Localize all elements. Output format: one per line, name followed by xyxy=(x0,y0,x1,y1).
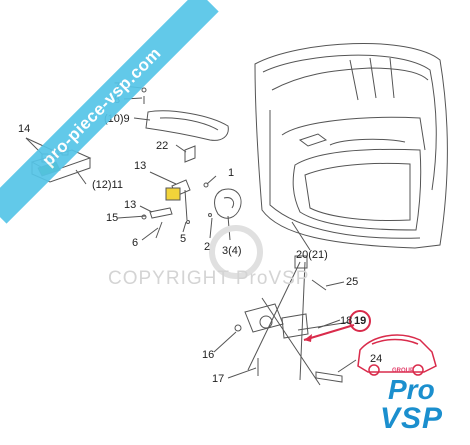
door-panel xyxy=(254,42,448,249)
part-24-bracket xyxy=(315,371,343,383)
callout-18: 18 xyxy=(340,315,353,327)
callout-5: 5 xyxy=(180,233,187,245)
watermark: COPYRIGHT ProVSP xyxy=(108,268,310,289)
callout-13b: 13 xyxy=(124,199,137,211)
lock-switch-highlight xyxy=(165,187,181,201)
callout-25: 25 xyxy=(346,276,359,288)
part-25-rod xyxy=(311,279,327,291)
callout-3: 3(4) xyxy=(222,245,242,257)
callout-24: 24 xyxy=(370,353,383,365)
watermark-ring xyxy=(209,225,263,279)
trim-clip xyxy=(184,145,196,163)
inner-grab-handle xyxy=(145,110,229,141)
callout-15: 15 xyxy=(106,212,119,224)
logo-group-text: GROUP xyxy=(392,368,415,374)
callout-19: 19 xyxy=(354,315,367,327)
callout-14: 14 xyxy=(18,123,31,135)
nut-16 xyxy=(234,324,242,332)
callout-2: 2 xyxy=(204,241,211,253)
bracket-13 xyxy=(149,207,173,219)
part-19-circle xyxy=(349,310,371,332)
inner-door-handle xyxy=(214,188,242,219)
red-arrowhead xyxy=(304,334,312,342)
provsp-logo: GROUP Pro VSP xyxy=(378,368,470,440)
callout-22: 22 xyxy=(156,140,169,152)
callout-9: (10)9 xyxy=(104,113,130,125)
callout-11: (12)11 xyxy=(92,179,123,191)
callout-13a: 13 xyxy=(134,160,147,172)
callout-6: 6 xyxy=(132,237,139,249)
logo-line2: VSP xyxy=(380,402,444,435)
logo-line1: Pro xyxy=(388,374,435,405)
callout-20: 20(21) xyxy=(296,249,328,261)
callout-16: 16 xyxy=(202,349,215,361)
car-illustration xyxy=(357,334,437,376)
callout-1: 1 xyxy=(228,167,235,179)
callout-17: 17 xyxy=(212,373,225,385)
window-regulator xyxy=(244,255,351,386)
red-arrow xyxy=(303,324,355,341)
